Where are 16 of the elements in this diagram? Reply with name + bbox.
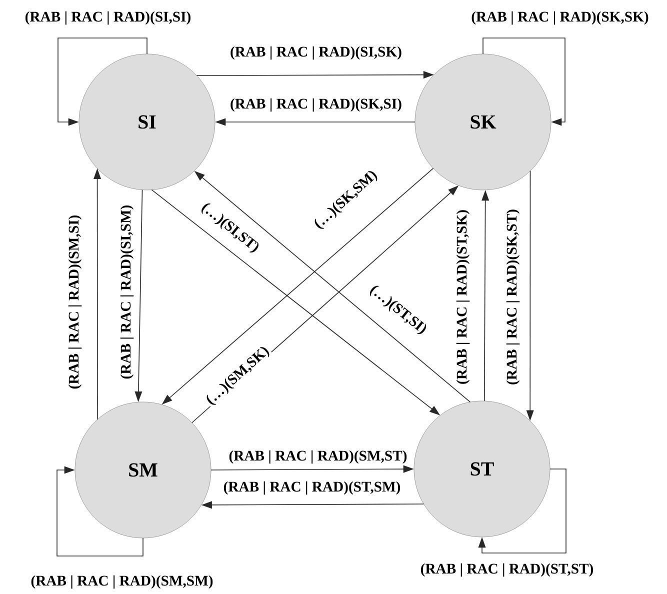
edge-label: (RAB | RAC | RAD)(SK,SI) xyxy=(228,97,404,113)
edge-label: (RAB | RAC | RAD)(SM,ST) xyxy=(228,449,408,465)
arrow xyxy=(482,38,566,126)
edge-label: (RAB | RAC | RAD)(SM,SM) xyxy=(30,574,214,590)
arrow xyxy=(58,38,148,126)
edge-label: (RAB | RAC | RAD)(SM,SI) xyxy=(67,214,83,390)
arrow xyxy=(56,466,144,556)
edge-label: (RAB | RAC | RAD)(SI,SM) xyxy=(119,204,135,380)
edge-label: (RAB | RAC | RAD)(SI,SI) xyxy=(24,10,192,26)
edge-label: (RAB | RAC | RAD)(ST,SK) xyxy=(455,208,471,386)
edge-label: (RAB | RAC | RAD)(SI,SK) xyxy=(228,45,404,61)
edge-label: (RAB | RAC | RAD)(SK,SK) xyxy=(470,10,650,26)
edge-label: (RAB | RAC | RAD)(SK,ST) xyxy=(505,208,521,386)
arrow xyxy=(478,468,566,554)
edge-label: (RAB | RAC | RAD)(ST,SM) xyxy=(222,480,402,496)
edge-label: (RAB | RAC | RAD)(ST,ST) xyxy=(419,562,595,578)
